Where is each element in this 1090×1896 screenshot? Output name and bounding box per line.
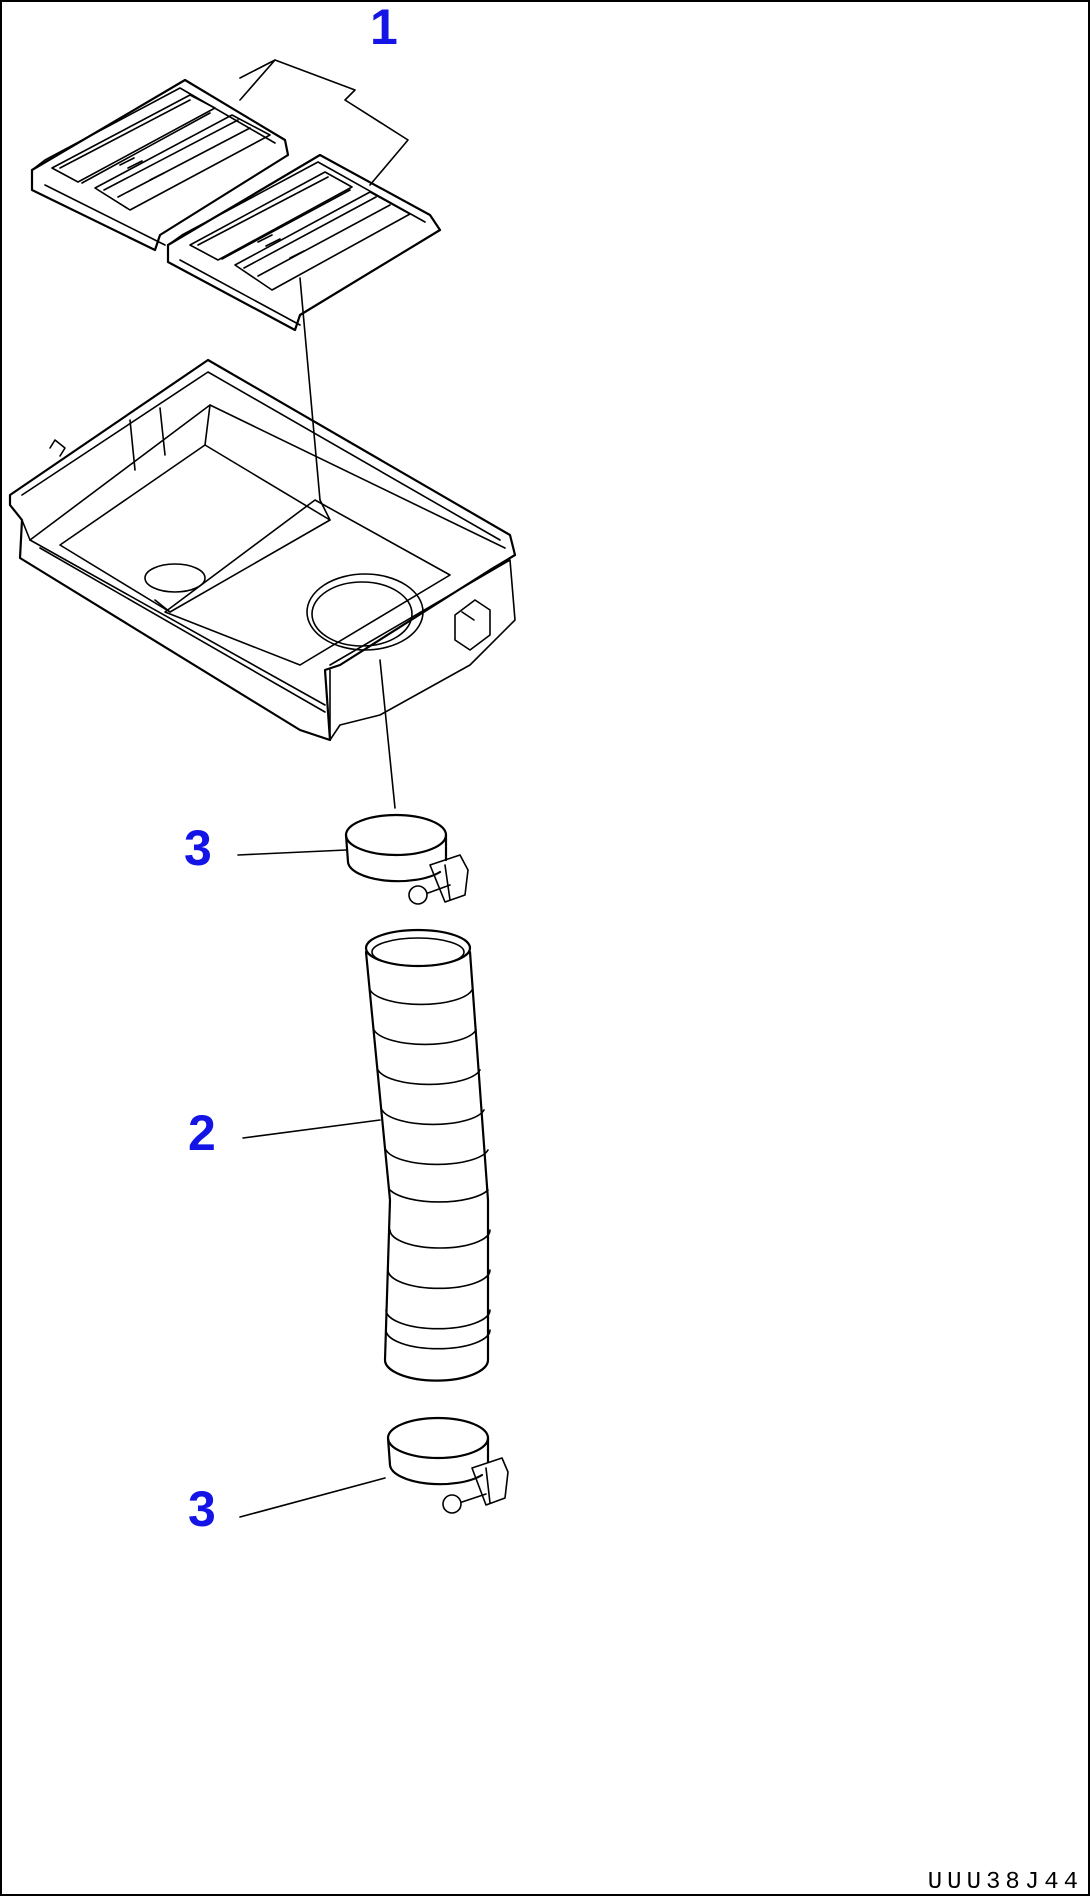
callout-3-bottom: 3 <box>188 1481 216 1537</box>
leader-lines <box>237 59 409 1518</box>
callout-2: 2 <box>188 1105 216 1161</box>
hose-drawing <box>364 928 491 1382</box>
hose-clamp-top-drawing <box>344 813 469 905</box>
drawing-code: UUU38J44 <box>928 1869 1083 1896</box>
tray-housing-drawing <box>8 358 517 742</box>
callout-3-top: 3 <box>184 820 212 876</box>
hose-clamp-bottom-drawing <box>386 1416 509 1514</box>
filter-elements-drawing <box>30 78 442 332</box>
callout-1: 1 <box>370 0 398 55</box>
